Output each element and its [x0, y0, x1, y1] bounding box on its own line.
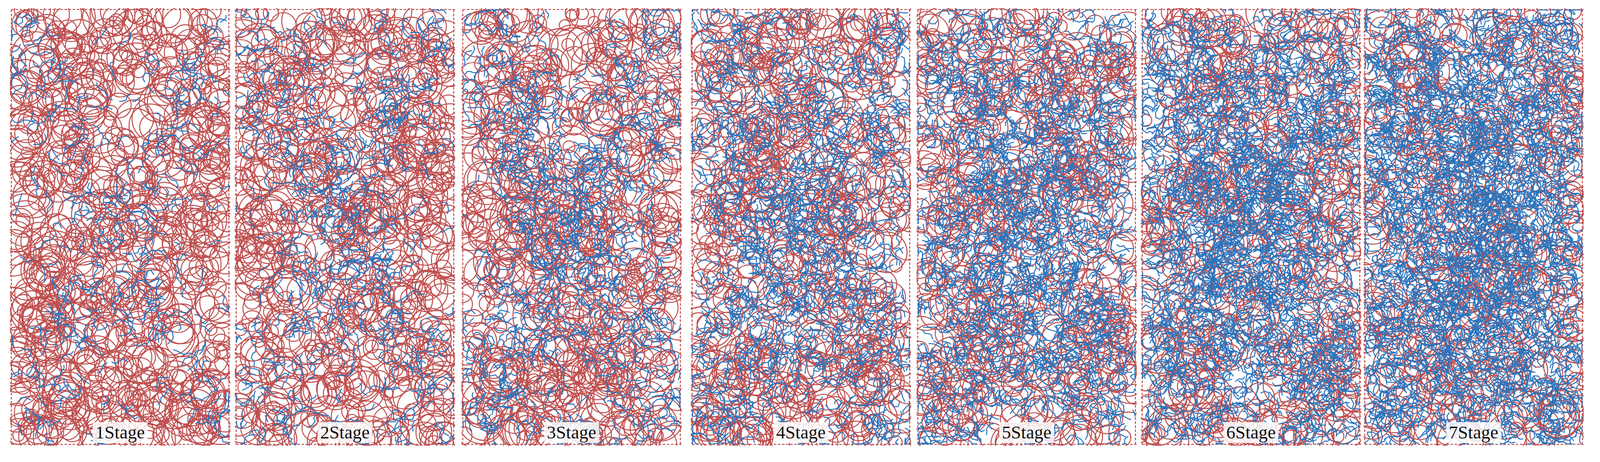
simulation-panel: 6Stage	[1140, 8, 1362, 447]
blue-segments	[11, 14, 229, 445]
blue-segments	[1365, 9, 1582, 445]
simulation-panel: 3Stage	[461, 8, 682, 447]
simulation-panel: 2Stage	[234, 8, 456, 447]
network-illustration	[1363, 8, 1584, 447]
simulation-panel: 7Stage	[1363, 8, 1584, 447]
stage-label: 6Stage	[1223, 422, 1279, 444]
stage-label: 2Stage	[317, 422, 373, 444]
network-illustration	[1140, 8, 1362, 447]
stage-label: 5Stage	[999, 422, 1055, 444]
red-network	[1363, 8, 1584, 447]
simulation-panel: 4Stage	[690, 8, 912, 447]
blue-segments	[918, 9, 1135, 445]
simulation-panel: 1Stage	[9, 8, 231, 447]
network-illustration	[9, 8, 231, 447]
blue-segments	[463, 9, 680, 445]
blue-segments	[236, 9, 454, 445]
red-network	[690, 8, 912, 447]
red-network	[916, 8, 1137, 447]
red-network	[9, 8, 231, 447]
stage-label: 1Stage	[92, 422, 148, 444]
red-network	[234, 8, 456, 447]
network-illustration	[690, 8, 912, 447]
simulation-panel: 5Stage	[916, 8, 1137, 447]
red-network	[461, 8, 682, 447]
network-illustration	[234, 8, 456, 447]
blue-segments	[692, 9, 910, 445]
stage-label: 7Stage	[1446, 422, 1502, 444]
network-illustration	[916, 8, 1137, 447]
red-network	[1140, 8, 1362, 447]
network-illustration	[461, 8, 682, 447]
stage-label: 4Stage	[773, 422, 829, 444]
stage-label: 3Stage	[544, 422, 600, 444]
blue-segments	[1142, 9, 1360, 445]
